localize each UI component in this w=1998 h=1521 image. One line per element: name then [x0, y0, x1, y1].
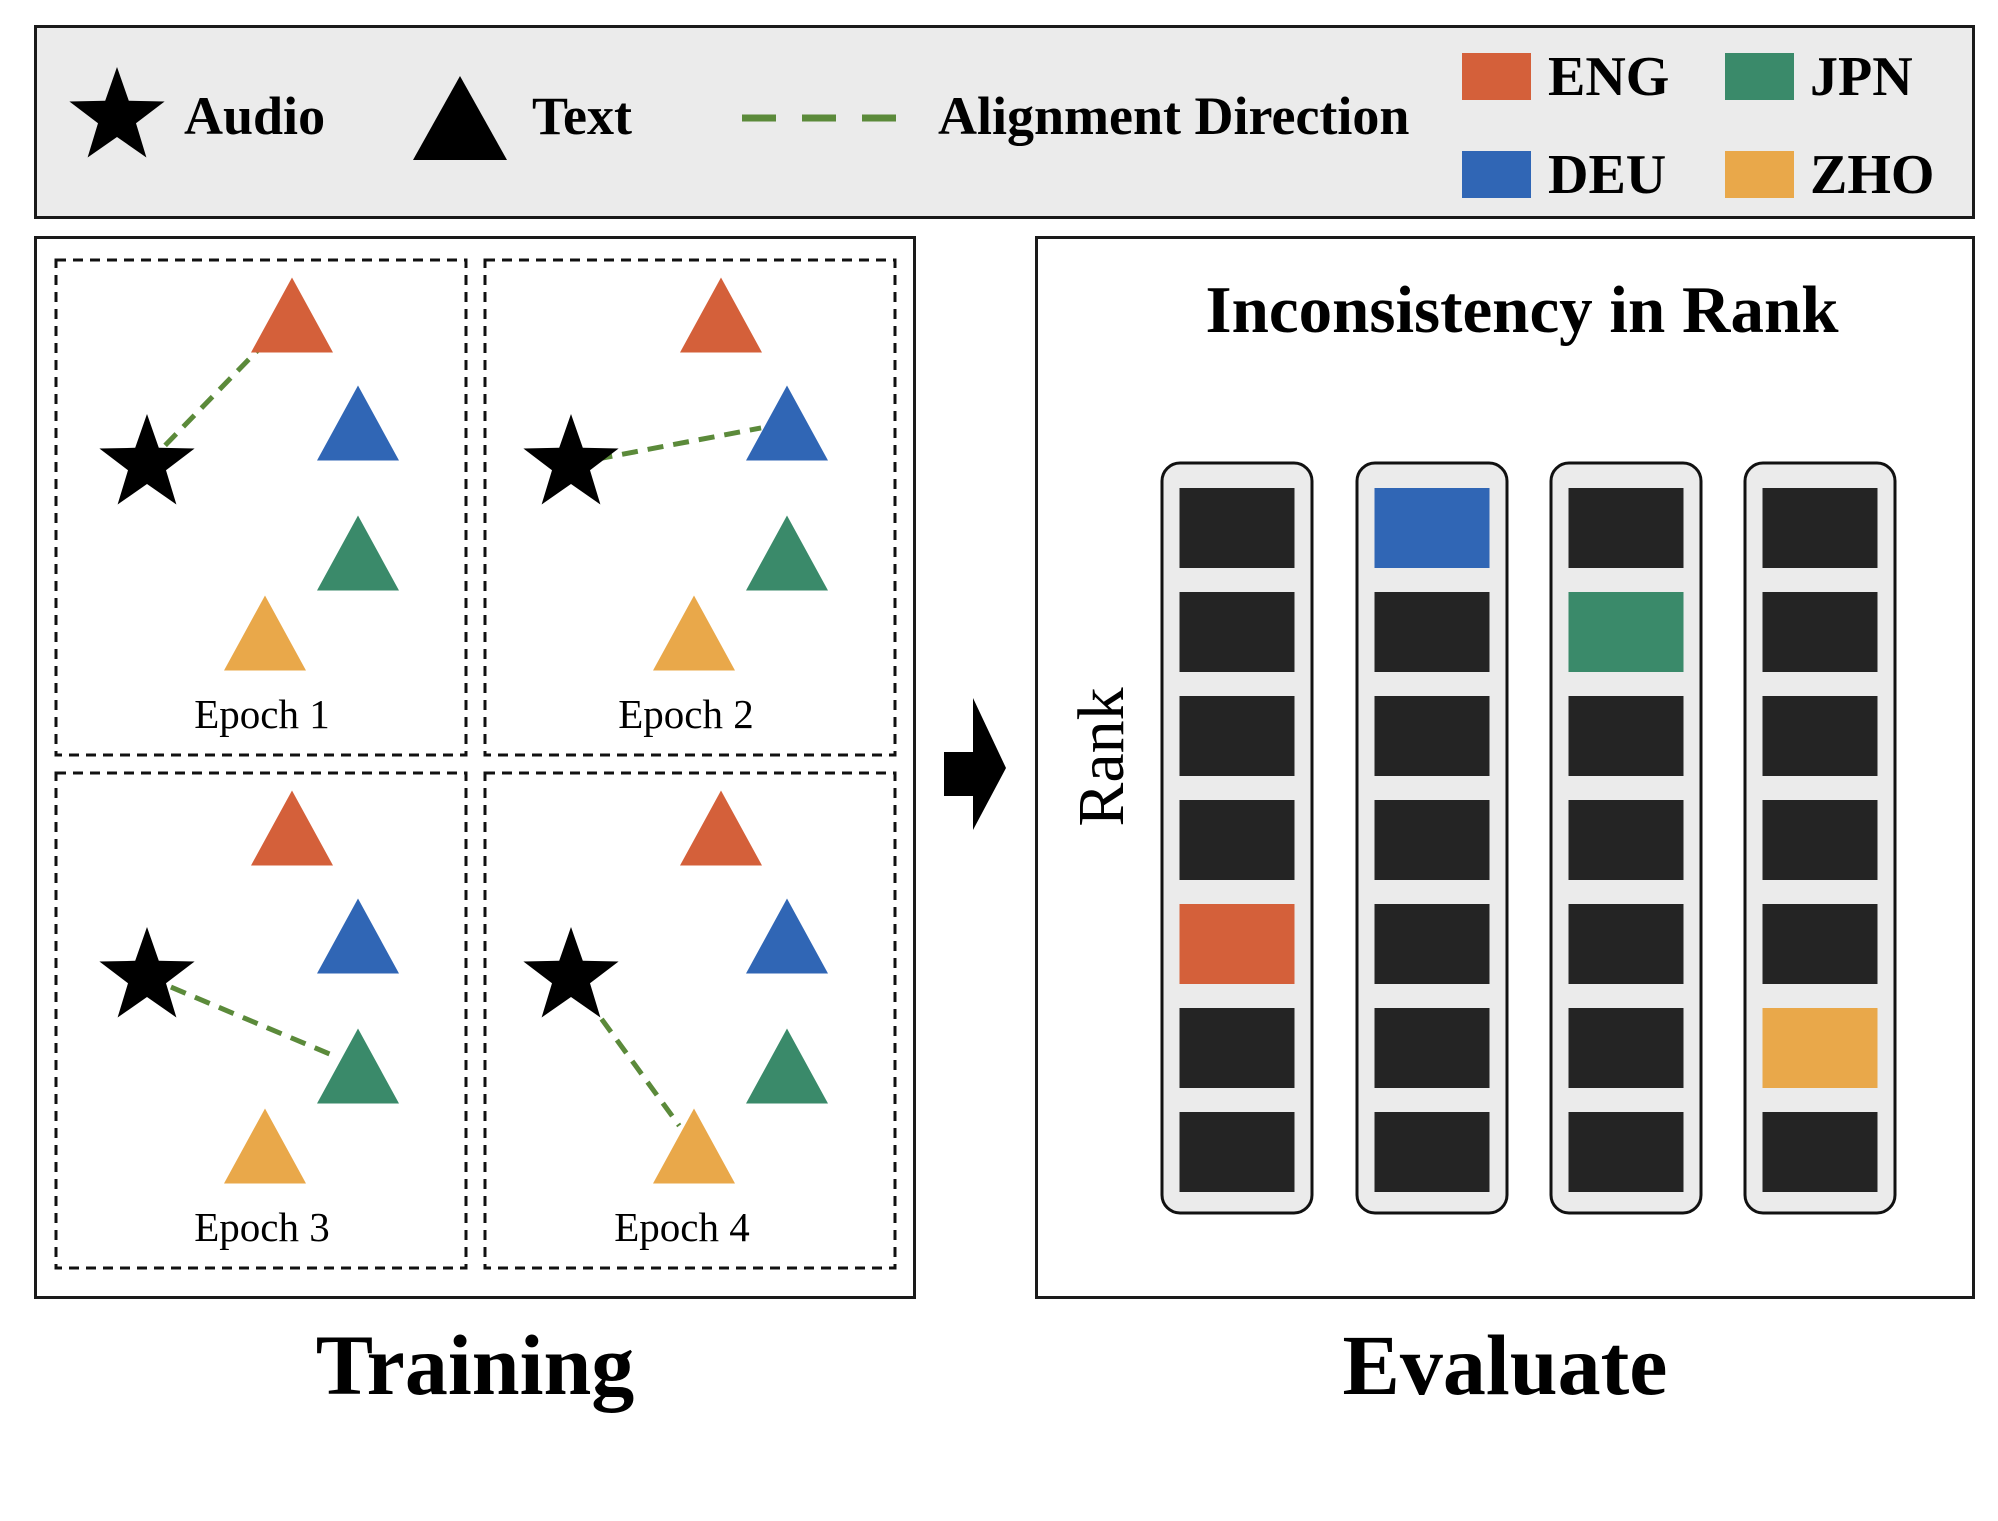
alignment-legend-label: Alignment Direction	[938, 86, 1410, 146]
rank-cell	[1179, 1112, 1295, 1192]
audio-legend-label: Audio	[184, 86, 326, 146]
epoch-4-zho-triangle	[653, 1108, 735, 1184]
rank-cell	[1179, 1008, 1295, 1088]
epoch-2-label: Epoch 2	[618, 691, 754, 737]
rank-cell-zho	[1762, 1008, 1878, 1088]
rank-cell	[1762, 592, 1878, 672]
rank-cell	[1762, 904, 1878, 984]
text-legend-label: Text	[532, 86, 633, 146]
zho-legend-label: ZHO	[1810, 144, 1935, 206]
rank-cell	[1374, 800, 1490, 880]
jpn-swatch	[1725, 53, 1794, 100]
eng-legend-label: ENG	[1548, 46, 1670, 108]
epoch-2-jpn-triangle	[746, 515, 828, 591]
rank-cell	[1374, 592, 1490, 672]
rank-cell	[1179, 488, 1295, 568]
epoch-2-eng-triangle	[680, 277, 762, 353]
training-panel	[34, 236, 916, 1299]
deu-legend-label: DEU	[1548, 144, 1667, 206]
zho-swatch	[1725, 151, 1794, 198]
rank-cell	[1762, 800, 1878, 880]
rank-cell	[1762, 1112, 1878, 1192]
epoch-1-box	[54, 258, 468, 757]
epoch-3-audio-star	[99, 927, 195, 1018]
rank-axis-label: Rank	[1065, 687, 1138, 827]
epoch-4-eng-triangle	[680, 790, 762, 866]
epoch-1-deu-triangle	[317, 385, 399, 461]
epoch-1-jpn-triangle	[317, 515, 399, 591]
epoch-4-label: Epoch 4	[614, 1204, 750, 1250]
audio-star-icon	[69, 67, 165, 158]
text-triangle-icon	[413, 76, 507, 160]
epoch-3-deu-triangle	[317, 898, 399, 974]
rank-cell	[1568, 488, 1684, 568]
epoch-1-audio-star	[99, 414, 195, 505]
epoch-2-zho-triangle	[653, 595, 735, 671]
epoch-4-deu-triangle	[746, 898, 828, 974]
rank-cell	[1762, 488, 1878, 568]
epoch-1-zho-triangle	[224, 595, 306, 671]
rank-cell	[1568, 696, 1684, 776]
epoch-1-label: Epoch 1	[194, 691, 330, 737]
rank-cell	[1568, 800, 1684, 880]
epoch-3-label: Epoch 3	[194, 1204, 330, 1250]
rank-cell-jpn	[1568, 592, 1684, 672]
rank-cell	[1374, 1112, 1490, 1192]
epoch-1-eng-triangle	[251, 277, 333, 353]
epoch-3-jpn-triangle	[317, 1028, 399, 1104]
rank-cell	[1762, 696, 1878, 776]
epoch-4-box	[483, 771, 897, 1270]
rank-cell-deu	[1374, 488, 1490, 568]
rank-cell	[1568, 1008, 1684, 1088]
deu-swatch	[1462, 151, 1531, 198]
epoch-2-deu-triangle	[746, 385, 828, 461]
training-title: Training	[315, 1317, 635, 1413]
evaluate-title: Evaluate	[1342, 1317, 1668, 1413]
epoch-2-box	[483, 258, 897, 757]
eng-swatch	[1462, 53, 1531, 100]
rank-cell	[1374, 696, 1490, 776]
epoch-2-audio-star	[523, 414, 619, 505]
rank-cell	[1179, 800, 1295, 880]
arrow-icon	[944, 698, 1006, 830]
epoch-4-audio-star	[523, 927, 619, 1018]
legend	[34, 25, 1975, 219]
rank-cell	[1568, 1112, 1684, 1192]
rank-cell	[1568, 904, 1684, 984]
evaluate-panel-title: Inconsistency in Rank	[1205, 273, 1839, 347]
rank-cell	[1374, 904, 1490, 984]
rank-cell	[1374, 1008, 1490, 1088]
rank-cell-eng	[1179, 904, 1295, 984]
epoch-3-box	[54, 771, 468, 1270]
rank-cell	[1179, 592, 1295, 672]
epoch-3-alignment-line	[146, 974, 334, 1058]
epoch-4-jpn-triangle	[746, 1028, 828, 1104]
epoch-1-alignment-line	[145, 331, 277, 466]
epoch-3-eng-triangle	[251, 790, 333, 866]
epoch-3-zho-triangle	[224, 1108, 306, 1184]
rank-cell	[1179, 696, 1295, 776]
jpn-legend-label: JPN	[1810, 46, 1913, 108]
